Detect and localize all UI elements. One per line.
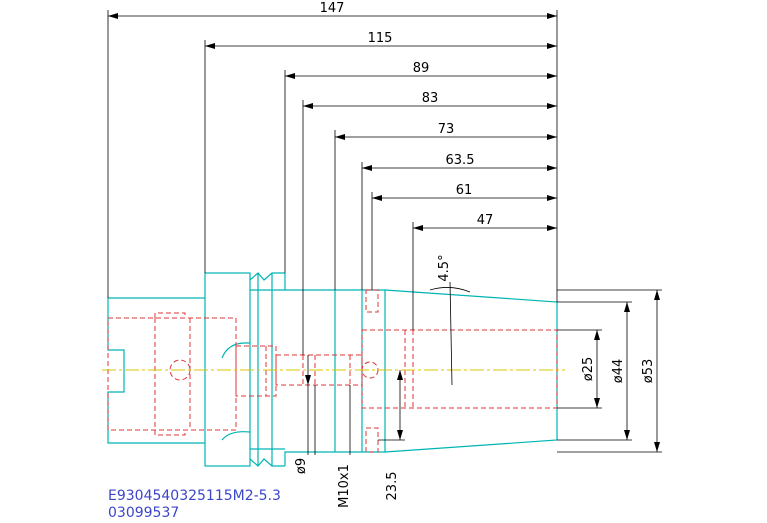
dimension-lines: [107, 10, 662, 455]
title-block: E9304540325115M2-5.3 03099537: [108, 488, 281, 521]
dim-23-5: 23.5: [385, 472, 400, 501]
dim-dia-25: ø25: [581, 357, 596, 382]
dimension-texts: 147 115 89 83 73 63.5 61 47 ø25 ø44 ø53 …: [294, 1, 656, 508]
part-number: E9304540325115M2-5.3: [108, 488, 281, 504]
dim-147: 147: [320, 1, 345, 16]
dim-89: 89: [413, 61, 430, 76]
dim-63-5: 63.5: [446, 153, 475, 168]
dim-dia-53: ø53: [641, 359, 656, 384]
dim-thread-m10x1: M10x1: [337, 464, 352, 508]
hidden-lines: [107, 289, 558, 453]
dim-dia-44: ø44: [611, 359, 626, 384]
drawing-number: 03099537: [108, 505, 179, 521]
dim-73: 73: [438, 122, 455, 137]
dim-47: 47: [477, 213, 494, 228]
dim-83: 83: [422, 91, 439, 106]
dim-61: 61: [456, 183, 473, 198]
angle-label: 4.5°: [437, 254, 452, 281]
dim-dia-9: ø9: [294, 458, 309, 474]
dim-115: 115: [368, 31, 393, 46]
